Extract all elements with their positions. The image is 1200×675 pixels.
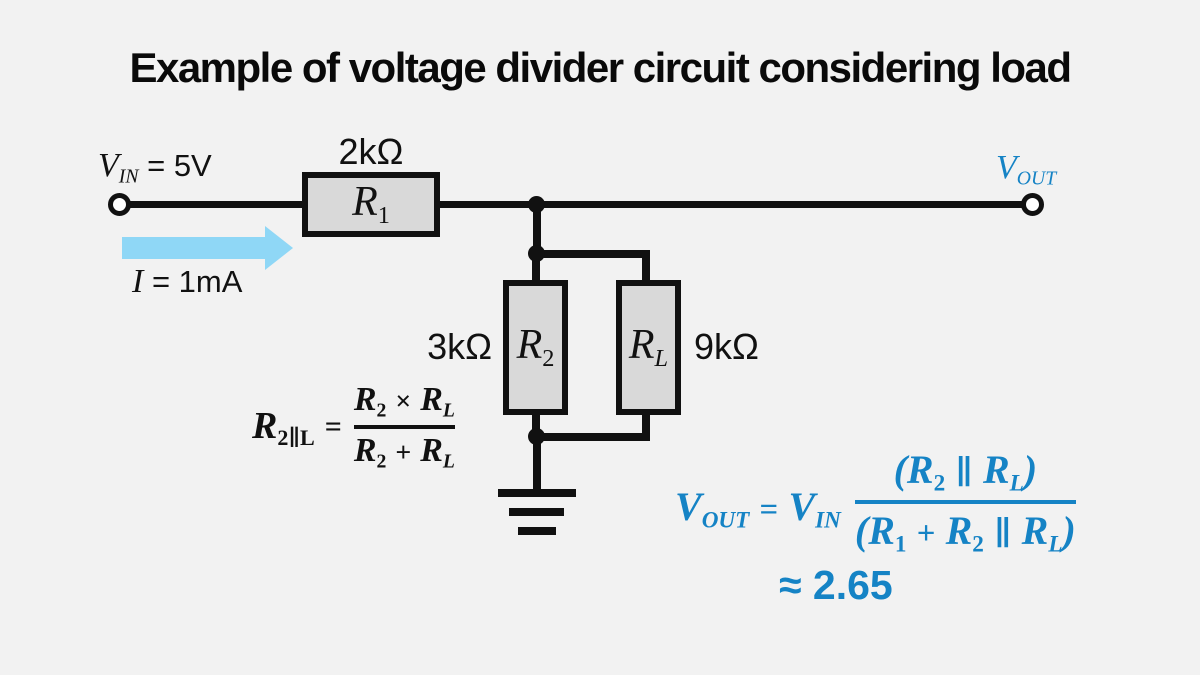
wire-junction-vertical (533, 204, 541, 254)
r2-name-label: R2 (516, 321, 555, 372)
r2-value-label: 3kΩ (427, 326, 492, 367)
vin-symbol: V (98, 147, 119, 184)
wire-rl-bottom-stub (642, 413, 650, 439)
current-arrow-icon (265, 226, 293, 270)
vout-formula: VOUT = VIN (R2 ∥ RL) (R1 + R2 ∥ RL) (675, 446, 1076, 559)
resistor-r2: R2 (503, 280, 568, 415)
fraction-bar (353, 425, 455, 430)
ground-bar-top (498, 489, 576, 497)
vin-subscript: IN (118, 165, 139, 188)
wire-rl-top-stub (642, 252, 650, 282)
parallel-formula-fraction: R2 × RL R2 + RL (353, 381, 455, 474)
wire-ground-stub (533, 437, 541, 490)
parallel-formula-lhs: R2∥L (252, 404, 315, 450)
current-value: = 1mA (143, 264, 243, 299)
page-title: Example of voltage divider circuit consi… (129, 44, 1072, 91)
vout-formula-denominator: (R1 + R2 ∥ RL) (854, 508, 1076, 558)
rl-value-label: 9kΩ (694, 326, 759, 367)
vin-label: VIN = 5V (98, 146, 212, 188)
parallel-formula-numerator: R2 × RL (353, 381, 455, 422)
junction-dot-top (528, 196, 545, 213)
junction-dot-bottom (528, 428, 545, 445)
wire-bottom-horizontal (532, 433, 650, 441)
wire-r2-bottom-stub (532, 413, 540, 439)
vout-label: VOUT (996, 148, 1056, 190)
r1-value-label: 2kΩ (338, 131, 404, 172)
wire-main-right (434, 201, 1024, 208)
wire-r2-top-stub (532, 252, 540, 282)
vout-terminal (1021, 193, 1044, 216)
vout-symbol: V (996, 149, 1017, 186)
parallel-formula-denominator: R2 + RL (353, 432, 455, 473)
vout-formula-fraction: (R2 ∥ RL) (R1 + R2 ∥ RL) (854, 446, 1076, 559)
vout-subscript: OUT (1016, 167, 1057, 190)
wire-main-left (128, 201, 306, 208)
vout-result: ≈ 2.65 (779, 562, 893, 608)
resistor-rl: RL (616, 280, 681, 415)
current-arrow-shaft (122, 237, 265, 259)
vin-value: = 5V (138, 148, 212, 183)
fraction-bar (854, 500, 1076, 505)
parallel-resistance-formula: R2∥L = R2 × RL R2 + RL (252, 381, 455, 474)
vout-formula-lhs: VOUT = VIN (675, 483, 841, 534)
current-symbol: I (132, 263, 144, 300)
resistor-r1: R1 (302, 172, 440, 237)
equals-sign: = (324, 410, 342, 444)
wire-branch-horizontal (533, 250, 650, 258)
current-label: I = 1mA (132, 262, 242, 301)
junction-dot-branch (528, 245, 545, 262)
rl-name-label: RL (628, 321, 669, 372)
ground-bar-bottom (518, 527, 556, 535)
vout-formula-numerator: (R2 ∥ RL) (893, 447, 1038, 497)
ground-bar-middle (509, 508, 564, 516)
r1-name-label: R1 (352, 178, 390, 229)
